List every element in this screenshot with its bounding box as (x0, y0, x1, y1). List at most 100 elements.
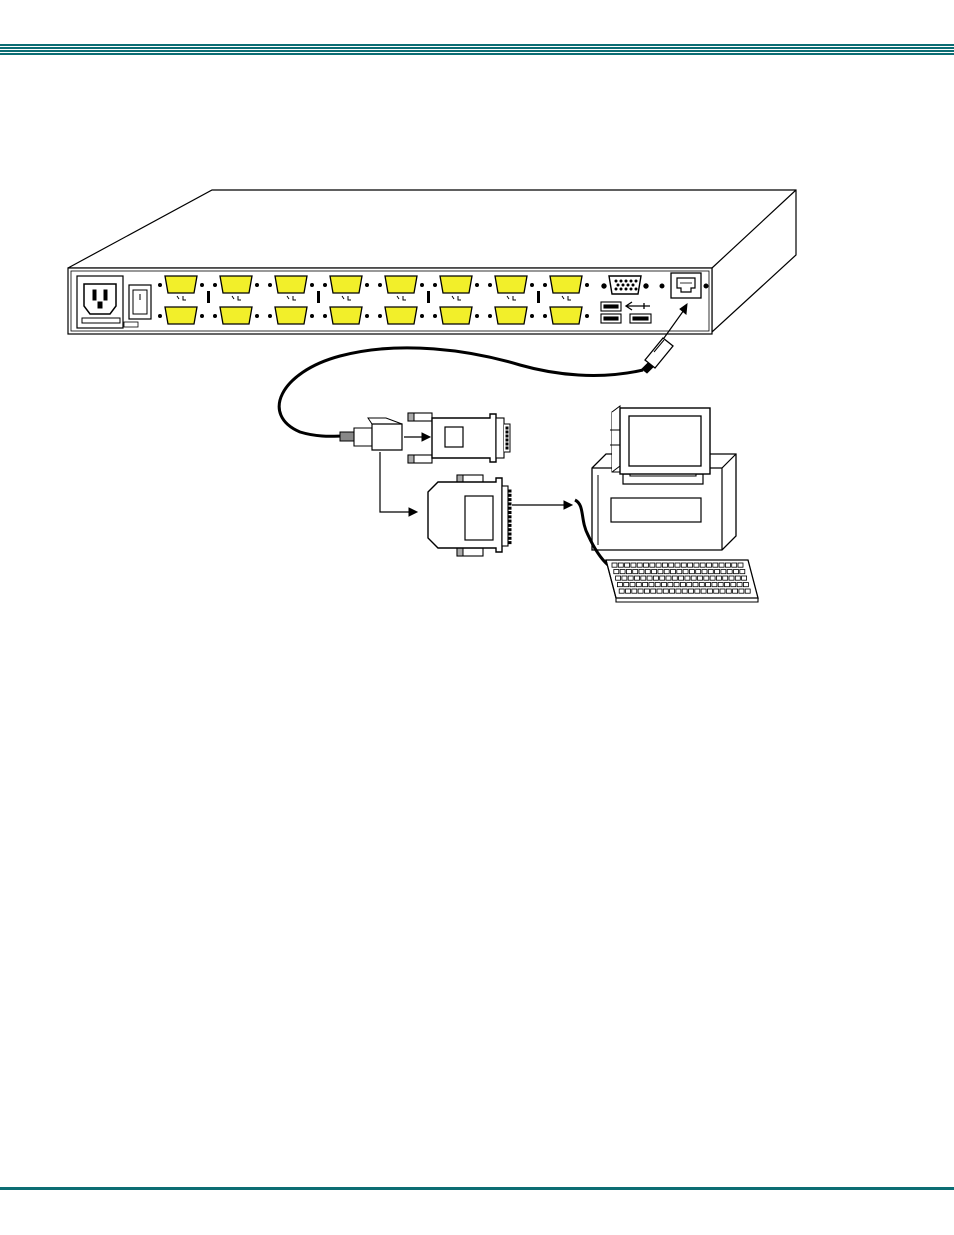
keyboard-key (712, 583, 717, 587)
keyboard-key (674, 583, 679, 587)
keyboard-key (618, 563, 623, 567)
port-separator (537, 291, 540, 303)
keyboard-key (641, 576, 646, 580)
cable-plug (340, 418, 402, 450)
keyboard-key (625, 563, 630, 567)
monitor (610, 406, 710, 484)
keyboard-key (682, 589, 687, 593)
keyboard-key (644, 589, 649, 593)
keyboard-key (649, 583, 654, 587)
keyboard-key (626, 589, 631, 593)
rj45-plug (642, 338, 673, 373)
port-separator (317, 291, 320, 303)
keyboard-key (700, 563, 705, 567)
keyboard-key (668, 583, 673, 587)
keyboard-key (732, 563, 737, 567)
keyboard-key (714, 589, 719, 593)
keyboard-key (655, 583, 660, 587)
keyboard-key (662, 563, 667, 567)
keyboard-key (685, 576, 690, 580)
keyboard-key (707, 563, 712, 567)
keyboard-key (735, 576, 740, 580)
keyboard-key (727, 570, 732, 574)
port-separator (207, 291, 210, 303)
keyboard-key (671, 570, 676, 574)
keyboard-key (636, 583, 641, 587)
keyboard-key (742, 576, 747, 580)
db25-pin (508, 494, 511, 496)
db25-pin (508, 512, 511, 514)
keyboard-key (688, 563, 693, 567)
keyboard-key (731, 583, 736, 587)
top-rule (0, 44, 954, 56)
keyboard-key (675, 563, 680, 567)
keyboard-key (617, 583, 622, 587)
keyboard-key (647, 576, 652, 580)
keyboard-key (669, 563, 674, 567)
keyboard-key (619, 589, 624, 593)
keyboard-key (614, 570, 619, 574)
keyboard-key (663, 589, 668, 593)
keyboard-key (670, 589, 675, 593)
keyboard-key (639, 570, 644, 574)
db25-adapter (428, 475, 511, 556)
db25-pin (508, 533, 511, 535)
keyboard-key (681, 563, 686, 567)
keyboard-key (696, 570, 701, 574)
keyboard-key (630, 583, 635, 587)
keyboard-key (652, 570, 657, 574)
keyboard-key (715, 570, 720, 574)
keyboard-key (695, 589, 700, 593)
keyboard-key (628, 576, 633, 580)
keyboard-key (658, 570, 663, 574)
db25-pin (508, 516, 511, 518)
keyboard-key (660, 576, 665, 580)
db25-pin (508, 503, 511, 505)
keyboard-key (650, 563, 655, 567)
keyboard-key (739, 589, 744, 593)
keyboard-key (723, 576, 728, 580)
keyboard-key (672, 576, 677, 580)
db25-pin (508, 520, 511, 522)
db25-pin (508, 490, 511, 492)
keyboard-key (620, 570, 625, 574)
keyboard-key (734, 570, 739, 574)
keyboard-key (707, 589, 712, 593)
keyboard-key (635, 576, 640, 580)
keyboard-key (679, 576, 684, 580)
keyboard-key (743, 583, 748, 587)
keyboard-key (693, 583, 698, 587)
power-switch-icon (129, 285, 151, 319)
keyboard-key (632, 589, 637, 593)
keyboard-key (633, 570, 638, 574)
keyboard-key (725, 563, 730, 567)
keyboard-key (725, 583, 730, 587)
keyboard-key (702, 570, 707, 574)
keyboard-key (662, 583, 667, 587)
db25-pin (508, 529, 511, 531)
keyboard-key (713, 563, 718, 567)
keyboard-key (651, 589, 656, 593)
keyboard-key (689, 589, 694, 593)
keyboard-key (626, 570, 631, 574)
keyboard-key (694, 563, 699, 567)
keyboard-key (624, 583, 629, 587)
keyboard-key (704, 576, 709, 580)
keyboard-key (653, 576, 658, 580)
keyboard (606, 560, 758, 602)
keyboard-key (677, 570, 682, 574)
keyboard-key (737, 583, 742, 587)
db25-pin (508, 524, 511, 526)
keyboard-key (745, 589, 750, 593)
keyboard-key (733, 589, 738, 593)
keyboard-key (687, 583, 692, 587)
db25-pin (508, 499, 511, 501)
keyboard-key (676, 589, 681, 593)
keyboard-key (683, 570, 688, 574)
keyboard-key (698, 576, 703, 580)
bottom-rule (0, 1187, 954, 1190)
keyboard-key (612, 563, 617, 567)
keyboard-key (622, 576, 627, 580)
keyboard-key (719, 563, 724, 567)
keyboard-key (643, 583, 648, 587)
